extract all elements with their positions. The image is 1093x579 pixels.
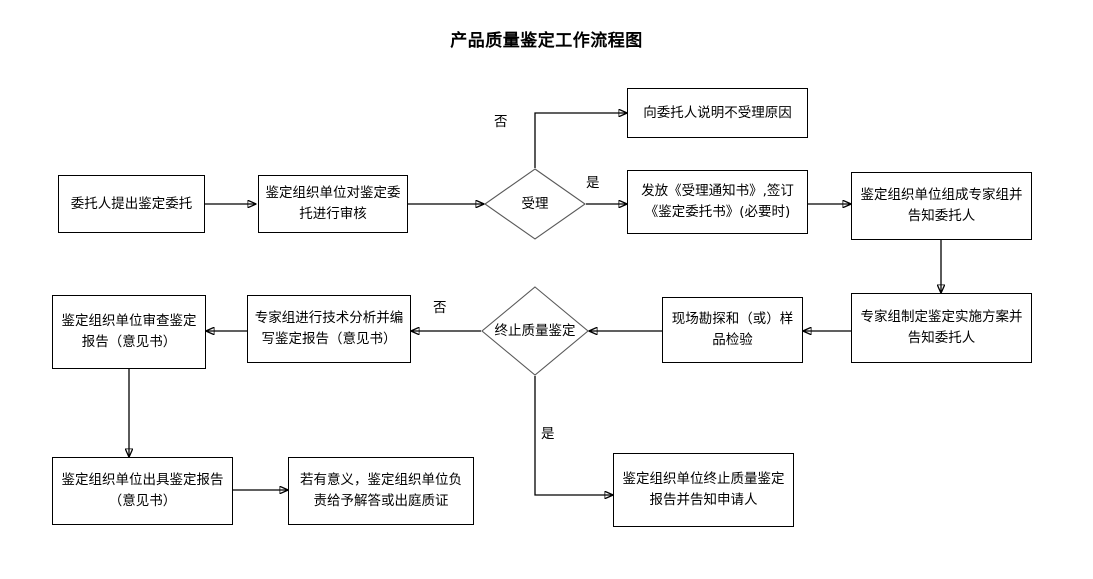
edge-label-accept: 是 [586, 175, 600, 191]
node-issue-final-report: 鉴定组织单位出具鉴定报告（意见书） [52, 457, 233, 525]
diamond-shape-accept [484, 168, 586, 240]
decision-terminate: 终止质量鉴定 [481, 286, 589, 376]
node-site-survey-sample-test: 现场勘探和（或）样品检验 [662, 297, 803, 363]
node-form-expert-group: 鉴定组织单位组成专家组并告知委托人 [851, 172, 1032, 240]
node-technical-analysis-report: 专家组进行技术分析并编写鉴定报告（意见书） [247, 295, 411, 363]
node-terminate-report-notify: 鉴定组织单位终止质量鉴定报告并告知申请人 [613, 453, 794, 527]
node-issue-acceptance-notice: 发放《受理通知书》,签订《鉴定委托书》(必要时) [627, 170, 808, 234]
node-client-submits-request: 委托人提出鉴定委托 [58, 175, 205, 233]
edge-label-not-terminate: 否 [433, 300, 447, 316]
node-answer-or-testify: 若有意义，鉴定组织单位负责给予解答或出庭质证 [288, 457, 474, 525]
node-explain-rejection: 向委托人说明不受理原因 [627, 88, 808, 138]
decision-accept-label: 受理 [521, 195, 549, 212]
node-expert-group-plan: 专家组制定鉴定实施方案并告知委托人 [851, 293, 1032, 363]
decision-accept: 受理 [484, 168, 586, 240]
edge-label-reject: 否 [494, 114, 508, 130]
node-organization-reviews-report: 鉴定组织单位审查鉴定报告（意见书） [52, 295, 206, 369]
diamond-shape-terminate [481, 286, 589, 376]
edge-d1-n3 [534, 113, 627, 168]
page-title: 产品质量鉴定工作流程图 [450, 31, 643, 51]
node-organization-reviews-request: 鉴定组织单位对鉴定委托进行审核 [258, 175, 408, 233]
decision-terminate-label: 终止质量鉴定 [494, 322, 576, 339]
edge-label-terminate: 是 [541, 426, 555, 442]
